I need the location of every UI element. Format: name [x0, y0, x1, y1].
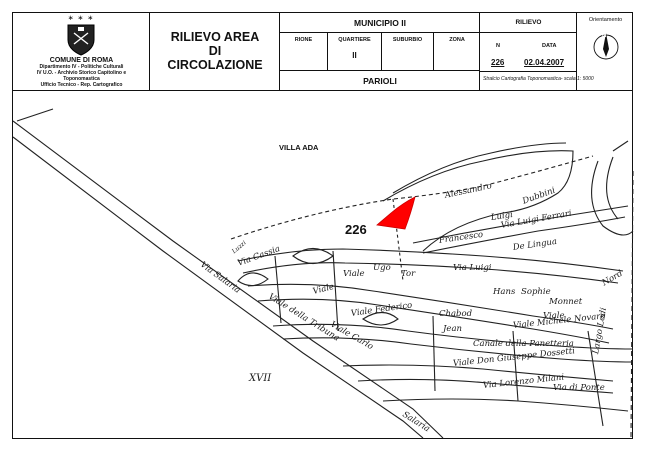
street-label: Via di Ponte: [553, 383, 605, 393]
shield-icon: [67, 24, 95, 56]
column-header: ZONA: [449, 37, 465, 43]
compass-icon: [593, 33, 619, 60]
street-label: Sophie: [521, 287, 551, 297]
org-line: Toponomastica: [63, 76, 100, 82]
street-map: VILLA ADA 226 Via Salaria Viale della Tr…: [13, 91, 634, 438]
map-drawing: [13, 108, 634, 438]
street-label: Ugo: [373, 263, 391, 273]
municipio-name: MUNICIPIO II: [280, 13, 480, 33]
date-label: DATA: [542, 43, 557, 49]
rilievo-cell: RILIEVO N DATA 226 02.04.2007: [480, 13, 577, 90]
suburbio-column: SUBURBIO: [382, 33, 434, 71]
sheet-title-line: RILIEVO AREA: [170, 30, 260, 44]
street-label: Monnet: [549, 297, 583, 307]
scale-note: Stralcio Cartografia Toponomastica- scal…: [483, 76, 594, 82]
map-sheet: ∗ ∗ ∗ COMUNE DI ROMA Dipartimento IV - P…: [12, 12, 634, 439]
street-label: Via Luigi: [453, 263, 492, 273]
column-header: RIONE: [294, 37, 313, 43]
org-line: Dipartimento IV - Politiche Culturali: [39, 64, 124, 70]
zona-column: ZONA: [434, 33, 480, 71]
street-label: Canale della Panetteria: [473, 339, 574, 349]
title-block: ∗ ∗ ∗ COMUNE DI ROMA Dipartimento IV - P…: [13, 13, 632, 91]
org-name: COMUNE DI ROMA: [49, 57, 114, 64]
column-value: II: [352, 51, 357, 60]
street-label: Jean: [443, 324, 462, 334]
area-name-label: VILLA ADA: [279, 143, 319, 152]
street-label: Viale: [543, 311, 565, 321]
crown-marks: ∗ ∗ ∗: [67, 15, 95, 22]
district-grid: RIONE QUARTIERE II SUBURBIO ZONA: [280, 33, 480, 71]
municipio-cell: MUNICIPIO II RIONE QUARTIERE II SUBURBIO…: [280, 13, 480, 90]
street-label: Chabod: [439, 309, 473, 319]
number-label: N: [496, 43, 500, 49]
org-line: IV U.O. - Archivio Storico Capitolino e: [36, 70, 127, 76]
rione-column: RIONE: [280, 33, 328, 71]
sheet-title-line: DI: [208, 44, 222, 58]
rome-coat-of-arms-logo: ∗ ∗ ∗: [66, 15, 96, 56]
street-label: Tor: [401, 269, 416, 279]
district-label: XVII: [249, 373, 272, 384]
column-header: SUBURBIO: [392, 37, 423, 43]
number-value: 226: [491, 58, 505, 67]
date-value: 02.04.2007: [524, 58, 565, 67]
quartiere-column: QUARTIERE II: [328, 33, 382, 71]
orientation-cell: Orientamento N: [577, 13, 634, 90]
quarter-name: PARIOLI: [363, 76, 397, 86]
orientation-label: Orientamento: [588, 17, 623, 23]
logo-cell: ∗ ∗ ∗ COMUNE DI ROMA Dipartimento IV - P…: [13, 13, 150, 90]
area-number-label: 226: [345, 222, 367, 237]
sheet-title-line: CIRCOLAZIONE: [167, 58, 263, 72]
highlighted-area-226: [376, 196, 416, 230]
org-line: Ufficio Tecnico - Rep. Cartografico: [40, 82, 123, 88]
column-header: QUARTIERE: [338, 37, 371, 43]
title-cell: RILIEVO AREA DI CIRCOLAZIONE: [150, 13, 280, 90]
rilievo-footer: [480, 71, 577, 91]
compass-letter: N: [602, 33, 607, 39]
street-label: Hans: [493, 287, 516, 297]
street-label: Viale: [343, 269, 365, 279]
rilievo-title: RILIEVO: [480, 13, 577, 33]
